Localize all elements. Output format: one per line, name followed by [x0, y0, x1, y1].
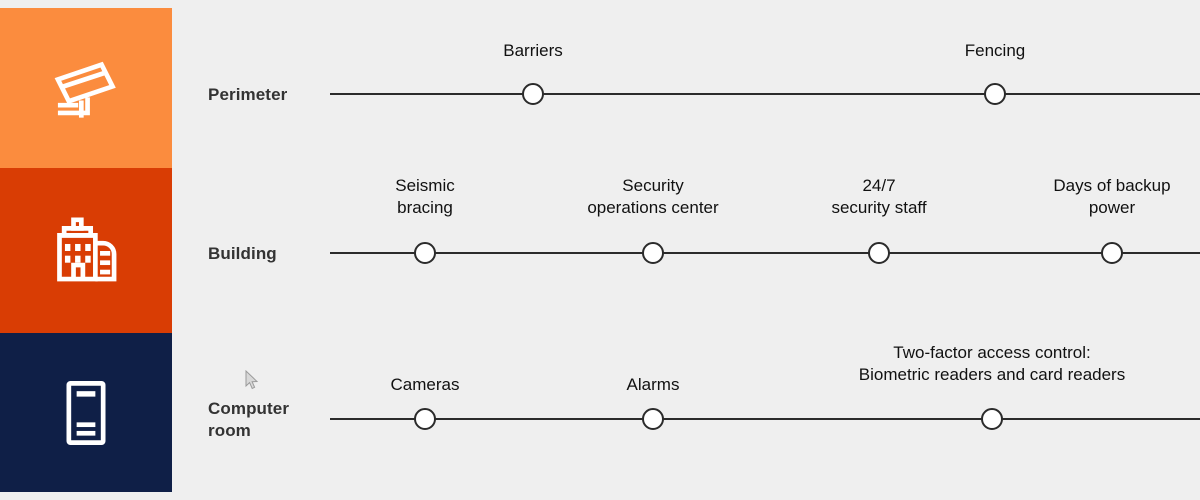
security-camera-icon: [54, 61, 116, 118]
category-sidebar: [0, 8, 172, 492]
timeline-node-label: Cameras: [390, 375, 460, 394]
office-building-icon: [57, 216, 117, 281]
timeline-node-label: Security operations center: [587, 176, 719, 217]
timeline-node[interactable]: [414, 242, 436, 264]
timeline-node-label: Two-factor access control: Biometric rea…: [858, 343, 1126, 384]
timeline-node-label: 24/7 security staff: [831, 176, 927, 217]
axis-line-computer-room: [330, 418, 1200, 420]
timeline-node[interactable]: [522, 83, 544, 105]
timeline-node[interactable]: [1101, 242, 1123, 264]
sidebar-band-computer-room[interactable]: [0, 333, 172, 492]
timeline-node[interactable]: [981, 408, 1003, 430]
timeline-node-label: Alarms: [626, 375, 680, 394]
axis-line-perimeter: [330, 93, 1200, 95]
timeline-node[interactable]: [984, 83, 1006, 105]
server-tower-icon: [66, 380, 106, 445]
timeline-node-label: Barriers: [503, 41, 563, 60]
timeline-node-label: Days of backup power: [1053, 176, 1171, 217]
axis-line-building: [330, 252, 1200, 254]
sidebar-band-building[interactable]: [0, 168, 172, 333]
timeline-node[interactable]: [868, 242, 890, 264]
timeline-node-label: Fencing: [964, 41, 1026, 60]
row-label-perimeter: Perimeter: [208, 85, 288, 104]
timeline-node[interactable]: [414, 408, 436, 430]
timeline-node-label: Seismic bracing: [395, 176, 455, 217]
row-label-building: Building: [208, 244, 277, 263]
sidebar-band-perimeter[interactable]: [0, 8, 172, 168]
timeline-node[interactable]: [642, 242, 664, 264]
row-label-computer-room: Computer room: [208, 399, 290, 440]
timeline-node[interactable]: [642, 408, 664, 430]
